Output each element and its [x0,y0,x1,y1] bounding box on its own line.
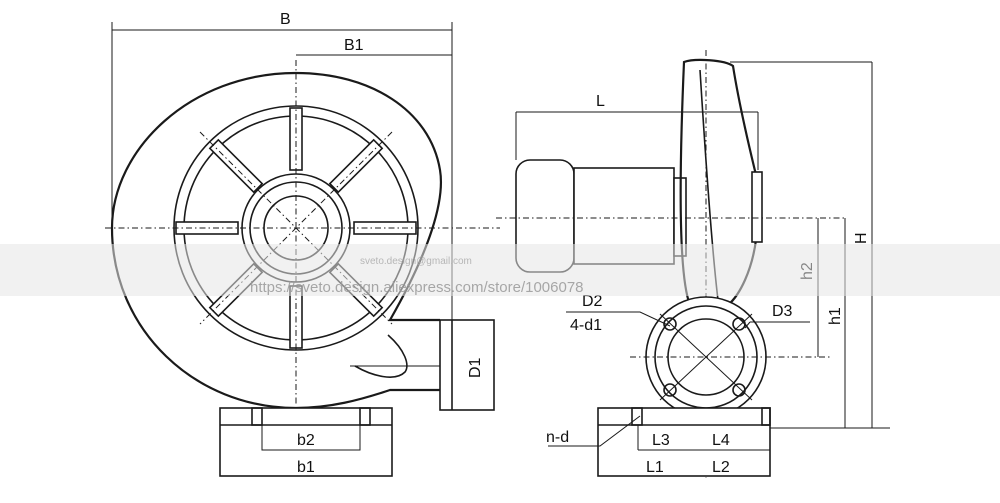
watermark-band [0,244,1000,296]
flange-bolt-holes [663,317,746,397]
label-H: H [853,232,870,244]
label-D2: D2 [582,293,603,310]
bolt-hole-bottom-left [663,383,677,397]
label-B: B [280,11,291,28]
leader-D3-tip [744,321,751,329]
side-base-slot-left [631,407,643,426]
side-base [597,407,771,477]
label-L3: L3 [652,432,670,449]
watermark: sveto.design@gmail.com https://sveto.des… [0,244,1000,296]
label-D1: D1 [467,357,484,378]
label-b2: b2 [297,432,315,449]
outlet-flange [439,319,495,411]
label-4-d1: 4-d1 [570,317,602,334]
side-base-slot-right [761,407,771,426]
volute-inner-wall [354,334,408,378]
leader-D2 [566,311,671,327]
housing-inlet-rim [751,171,763,243]
blade-top-right [328,138,384,194]
front-base-slot-left [251,407,263,426]
label-L: L [596,93,605,110]
front-base [219,407,393,477]
flange-diagonal-2 [659,313,753,401]
label-L2: L2 [712,459,730,476]
bolt-hole-top-right [732,317,746,331]
front-base-slot-right [359,407,371,426]
watermark-email: sveto.design@gmail.com [360,256,472,267]
label-n-d: n-d [546,429,569,446]
bolt-hole-top-left [663,317,677,331]
label-B1: B1 [344,37,364,54]
label-L1: L1 [646,459,664,476]
bolt-hole-bottom-right [732,383,746,397]
blade-top-left [208,138,264,194]
dim-line-b2 [261,425,361,451]
watermark-url: https://sveto.design.aliexpress.com/stor… [250,279,584,296]
label-L4: L4 [712,432,730,449]
label-D3: D3 [772,303,793,320]
label-h1: h1 [827,307,844,325]
label-b1: b1 [297,459,315,476]
leader-n-d [548,415,641,447]
